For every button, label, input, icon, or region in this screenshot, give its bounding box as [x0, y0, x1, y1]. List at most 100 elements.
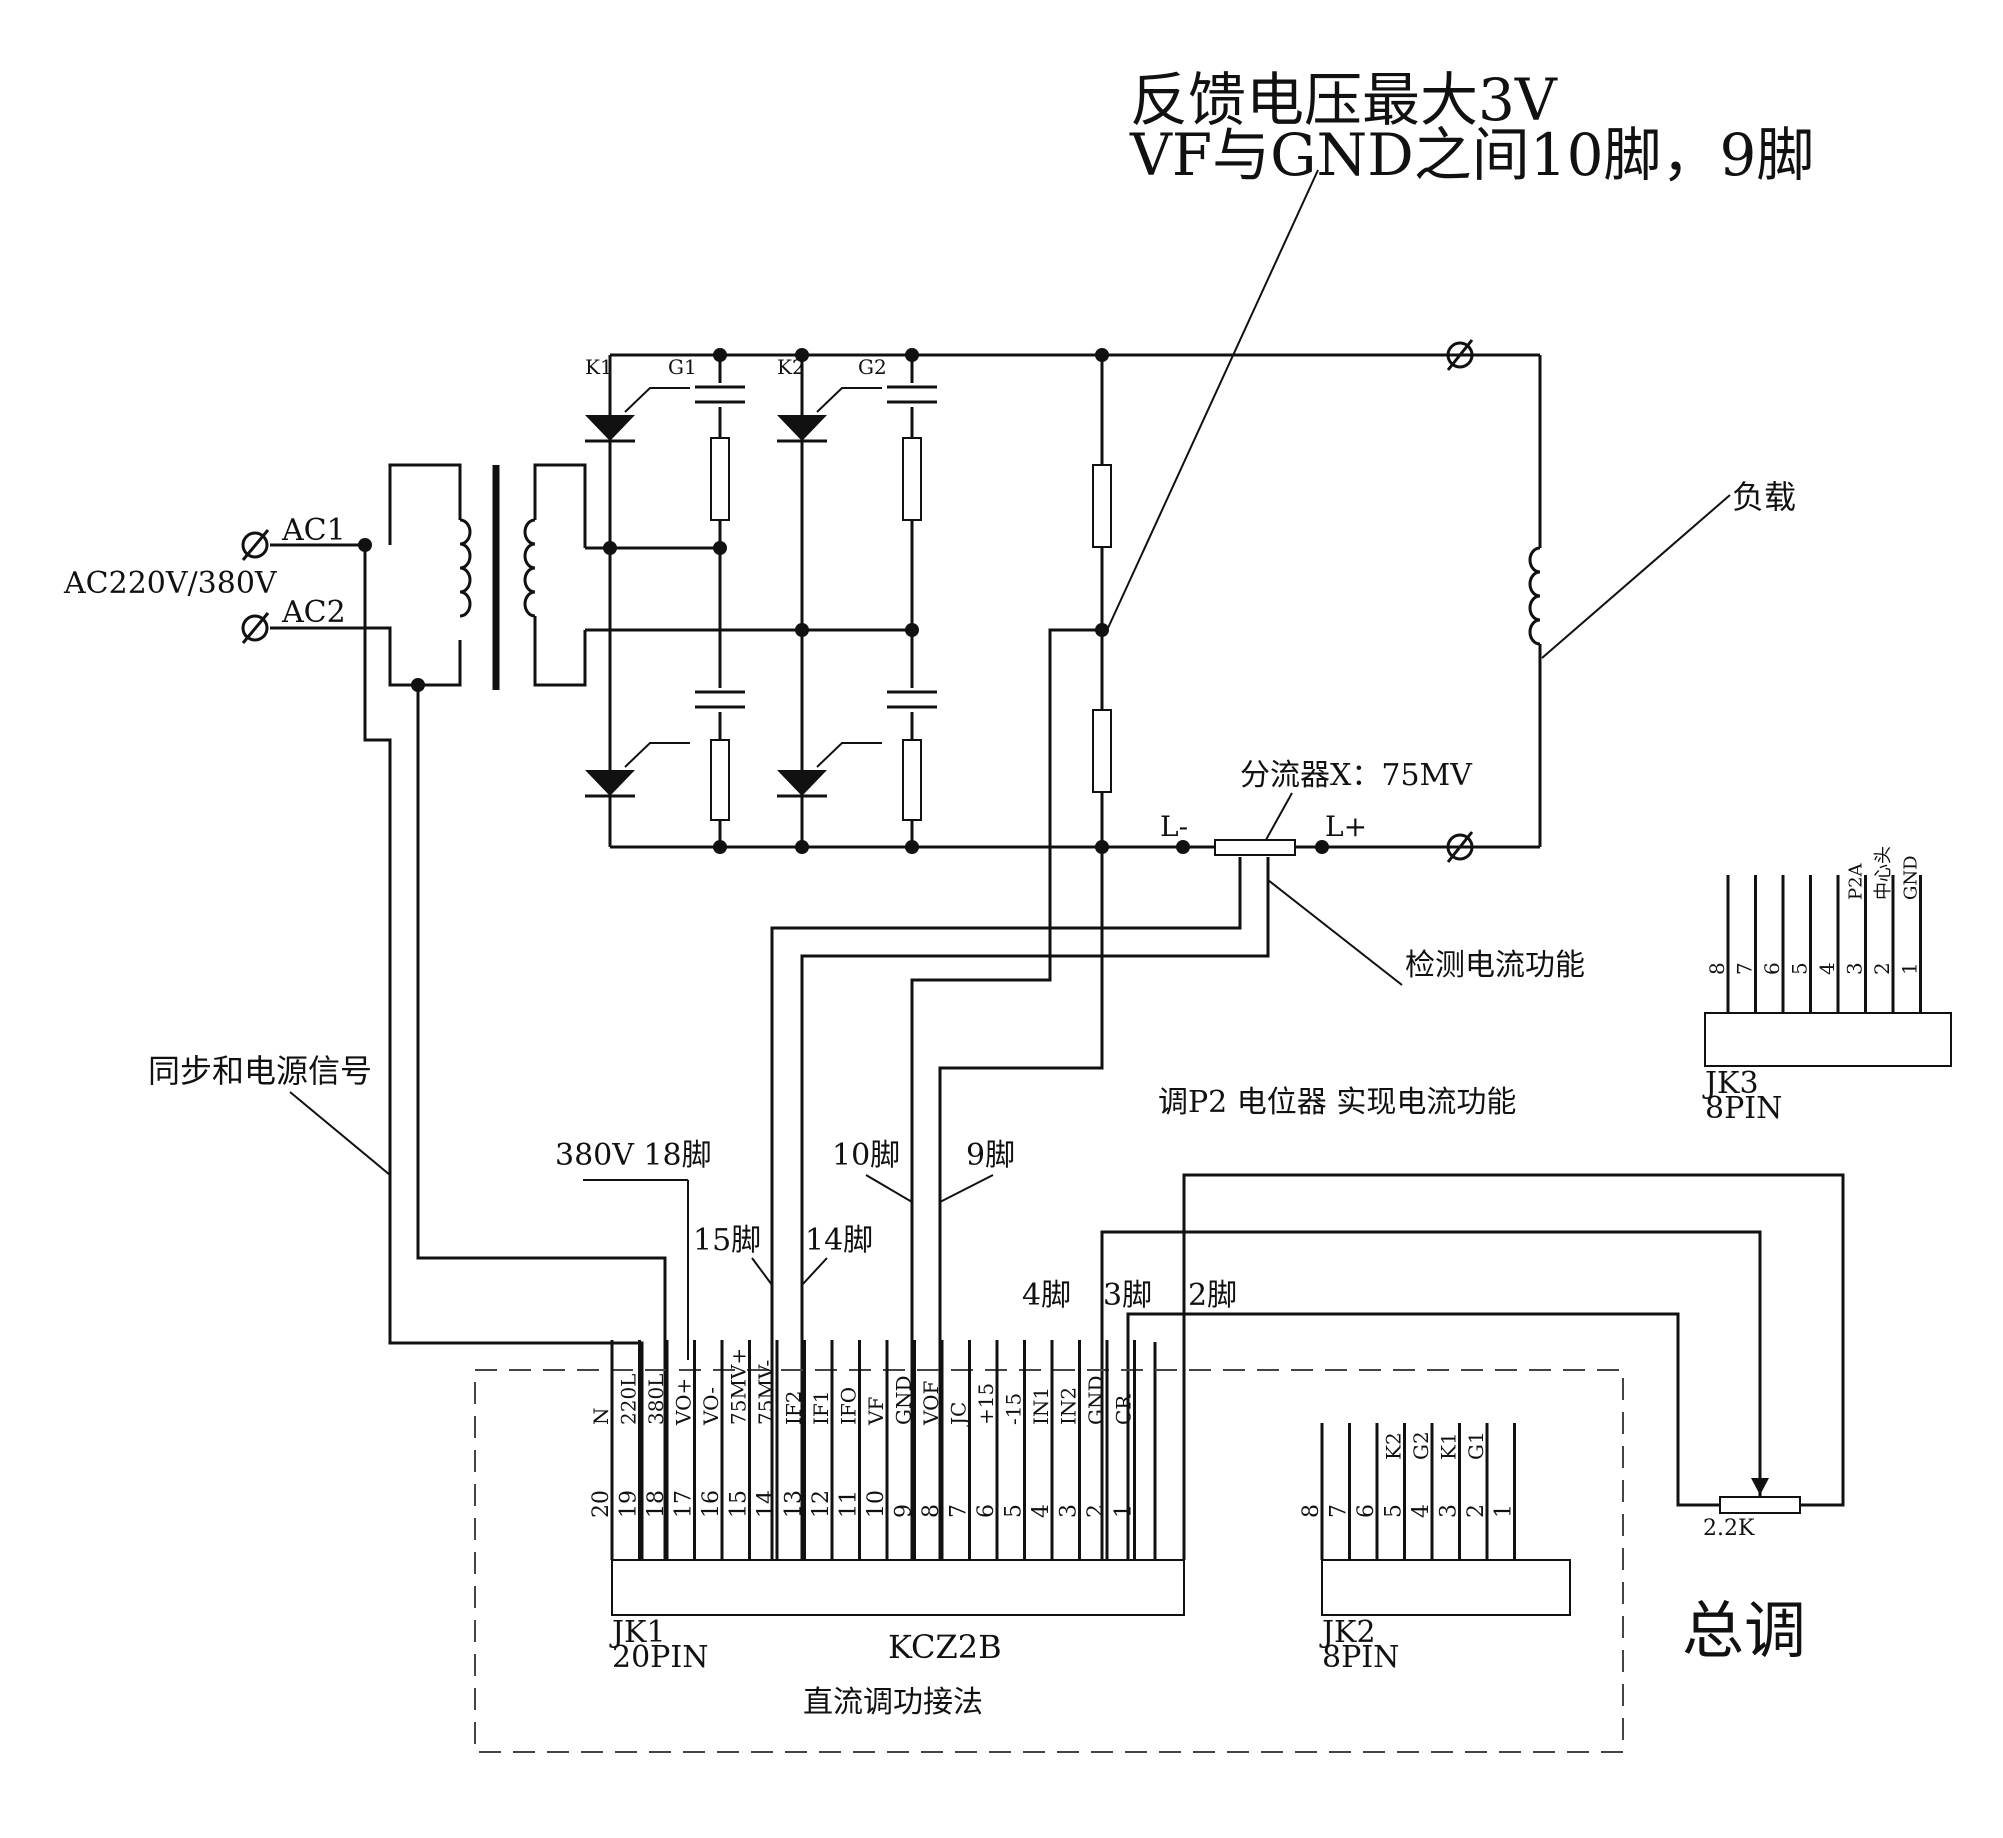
- jk1-pin-number: 20: [589, 1490, 614, 1518]
- jk1-pin-number: 16: [699, 1490, 724, 1518]
- pin-4-label: 4脚: [1022, 1278, 1071, 1313]
- jk1-pin-name: VF: [864, 1397, 888, 1426]
- jk2-body: [1321, 1559, 1571, 1616]
- pin-18-label: 380V 18脚: [555, 1138, 712, 1173]
- jk2-pin-number: 3: [1437, 1504, 1462, 1518]
- jk1-pin-name: VO-: [699, 1387, 723, 1426]
- jk1-name: JK1: [609, 1615, 666, 1650]
- load-inductor-icon: [1528, 355, 1542, 847]
- jk3-pin-number: 3: [1843, 962, 1867, 975]
- scr-g1-label: G1: [668, 355, 697, 379]
- jk2-name: JK2: [1319, 1615, 1376, 1650]
- jk1-pin-name: 75MV-: [754, 1360, 778, 1425]
- jk1-pin-name: +15: [974, 1383, 998, 1425]
- snubber-upper-right-icon: [887, 383, 937, 521]
- pin-15-label: 15脚: [693, 1223, 761, 1258]
- thyristor-k2-icon: [777, 387, 882, 443]
- jk1-pin-number: 8: [919, 1504, 944, 1518]
- overall-adjust-label: 总调: [1682, 1594, 1806, 1667]
- jk3-pin-number: 4: [1815, 962, 1839, 975]
- jk1-pin-number: 19: [617, 1490, 642, 1518]
- pin-3-label: 3脚: [1103, 1278, 1152, 1313]
- board-model: KCZ2B: [888, 1628, 1002, 1666]
- adjust-p2-label: 调P2 电位器 实现电流功能: [1158, 1085, 1516, 1120]
- jk1-pin-name: VOF: [919, 1381, 943, 1426]
- l-minus-label: L-: [1160, 810, 1188, 843]
- jk1-pin-number: 4: [1029, 1504, 1054, 1518]
- jk1-pin-number: 17: [672, 1490, 697, 1518]
- jk3-pin-number: 8: [1705, 962, 1729, 975]
- shunt-label: 分流器X：75MV: [1240, 758, 1473, 793]
- load-label: 负载: [1732, 478, 1796, 516]
- jk3-pin-name: 中心头: [1873, 846, 1894, 900]
- jk1-pin-name: IFO: [837, 1387, 861, 1425]
- jk2-pin-name: K1: [1437, 1432, 1461, 1460]
- jk1-pin-number: 5: [1002, 1504, 1027, 1518]
- pin-14-leader-line: [801, 1257, 828, 1286]
- jk1-pin-name: -15: [1002, 1393, 1026, 1425]
- jk3-pin-number: 2: [1870, 962, 1894, 975]
- jk1-pin-number: 10: [864, 1490, 889, 1518]
- snubber-lower-right-icon: [887, 688, 937, 821]
- jk1-pin-number: 18: [644, 1490, 669, 1518]
- pin-10-label: 10脚: [832, 1138, 900, 1173]
- shunt-leader-line: [1261, 792, 1293, 848]
- pin-2-label: 2脚: [1188, 1278, 1237, 1313]
- jk2-pin-lines: [1320, 1423, 1516, 1560]
- jk2-pin-number: 2: [1464, 1504, 1489, 1518]
- jk1-pin-number: 13: [782, 1490, 807, 1518]
- jk1-pin-lines: [610, 1340, 1136, 1560]
- jk1-pin-name: IN1: [1029, 1387, 1053, 1425]
- jk1-pin-number: 1: [1112, 1504, 1137, 1518]
- feedback-leader-line: [1107, 169, 1319, 629]
- dc-method-label: 直流调功接法: [803, 1685, 983, 1720]
- load-leader-line: [1541, 494, 1731, 659]
- jk3-body: [1704, 1012, 1952, 1067]
- jk1-pin-name: JC: [947, 1402, 971, 1427]
- jk1-pins-label: 20PIN: [612, 1640, 708, 1675]
- transformer-icon: [388, 463, 587, 690]
- jk2-pins-label: 8PIN: [1322, 1640, 1399, 1675]
- jk1-pin-number: 9: [892, 1504, 917, 1518]
- jk2-pin-number: 4: [1409, 1504, 1434, 1518]
- pin-14-label: 14脚: [805, 1223, 873, 1258]
- jk1-pin-number: 15: [727, 1490, 752, 1518]
- jk1-pin-number: 14: [754, 1490, 779, 1518]
- pin-9-leader-line: [939, 1174, 994, 1203]
- shunt-icon: [1214, 839, 1296, 856]
- jk1-pin-number: 11: [837, 1490, 862, 1518]
- jk2-pin-name: G2: [1409, 1431, 1433, 1460]
- snubber-lower-left-icon: [695, 688, 745, 821]
- divider-resistors-icon: [1092, 464, 1112, 793]
- jk1-body: [611, 1559, 1185, 1616]
- pin-15-leader-line: [751, 1257, 773, 1286]
- l-plus-label: L+: [1325, 810, 1367, 843]
- jk2-pin-number: 6: [1354, 1504, 1379, 1518]
- output-terminal-bottom-icon: [1446, 831, 1474, 863]
- jk1-pin-name: IN2: [1057, 1387, 1081, 1425]
- output-terminal-top-icon: [1446, 339, 1474, 371]
- jk3-pin-name: GND: [1901, 855, 1922, 900]
- jk2-pin-name: K2: [1382, 1432, 1406, 1460]
- sync-power-label: 同步和电源信号: [148, 1052, 372, 1090]
- thyristor-k1-icon: [585, 387, 690, 443]
- thyristor-lower-right-icon: [777, 742, 882, 798]
- thyristor-lower-left-icon: [585, 742, 690, 798]
- junction-dots: [603, 348, 1329, 854]
- jk3-pin-lines: [1726, 875, 1922, 1013]
- jk3-pin-number: 6: [1760, 962, 1784, 975]
- jk2-pin-number: 5: [1382, 1504, 1407, 1518]
- pin-9-label: 9脚: [966, 1138, 1015, 1173]
- scr-k1-label: K1: [585, 355, 613, 379]
- jk2-pin-number: 7: [1327, 1504, 1352, 1518]
- jk1-pin-name: GND: [1084, 1375, 1108, 1425]
- feedback-title-line2: VF与GND之间10脚，9脚: [1129, 121, 1814, 189]
- jk3-pins-label: 8PIN: [1705, 1091, 1782, 1126]
